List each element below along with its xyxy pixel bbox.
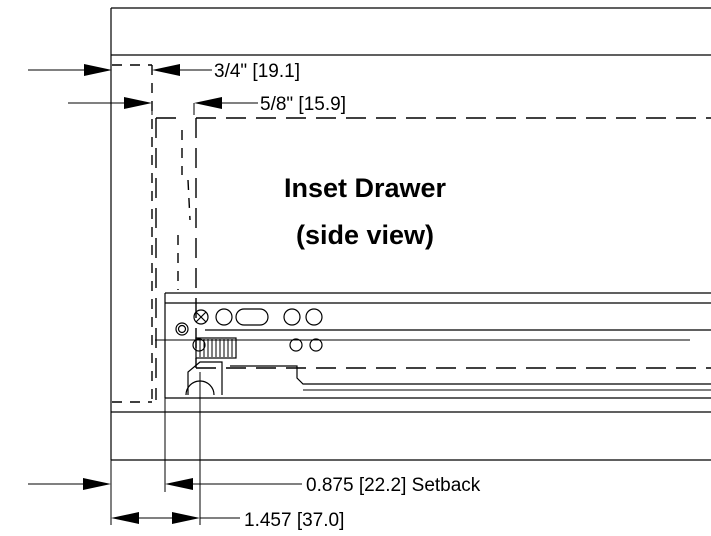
dimension-drawer-side: 5/8" [15.9] (68, 94, 346, 115)
dimension-setback: 0.875 [22.2] Setback (28, 475, 481, 496)
total-label: 1.457 [37.0] (244, 510, 344, 531)
locking-device (195, 337, 237, 359)
dimension-face-thickness: 3/4" [19.1] (28, 61, 300, 82)
dimension-total: 1.457 [37.0] (111, 510, 344, 531)
title-line-2: (side view) (296, 220, 434, 250)
setback-label: 0.875 [22.2] Setback (306, 475, 481, 496)
diagram-title: Inset Drawer (side view) (284, 173, 447, 250)
drawer-slide (155, 292, 711, 399)
drawer-side-label: 5/8" [15.9] (260, 94, 346, 115)
drawer-face (112, 64, 153, 403)
face-thickness-label: 3/4" [19.1] (214, 61, 300, 82)
extension-lines (110, 372, 201, 525)
cabinet-frame (110, 7, 711, 461)
mounting-holes (175, 308, 323, 352)
drawer-box (155, 117, 711, 400)
title-line-1: Inset Drawer (284, 173, 447, 203)
